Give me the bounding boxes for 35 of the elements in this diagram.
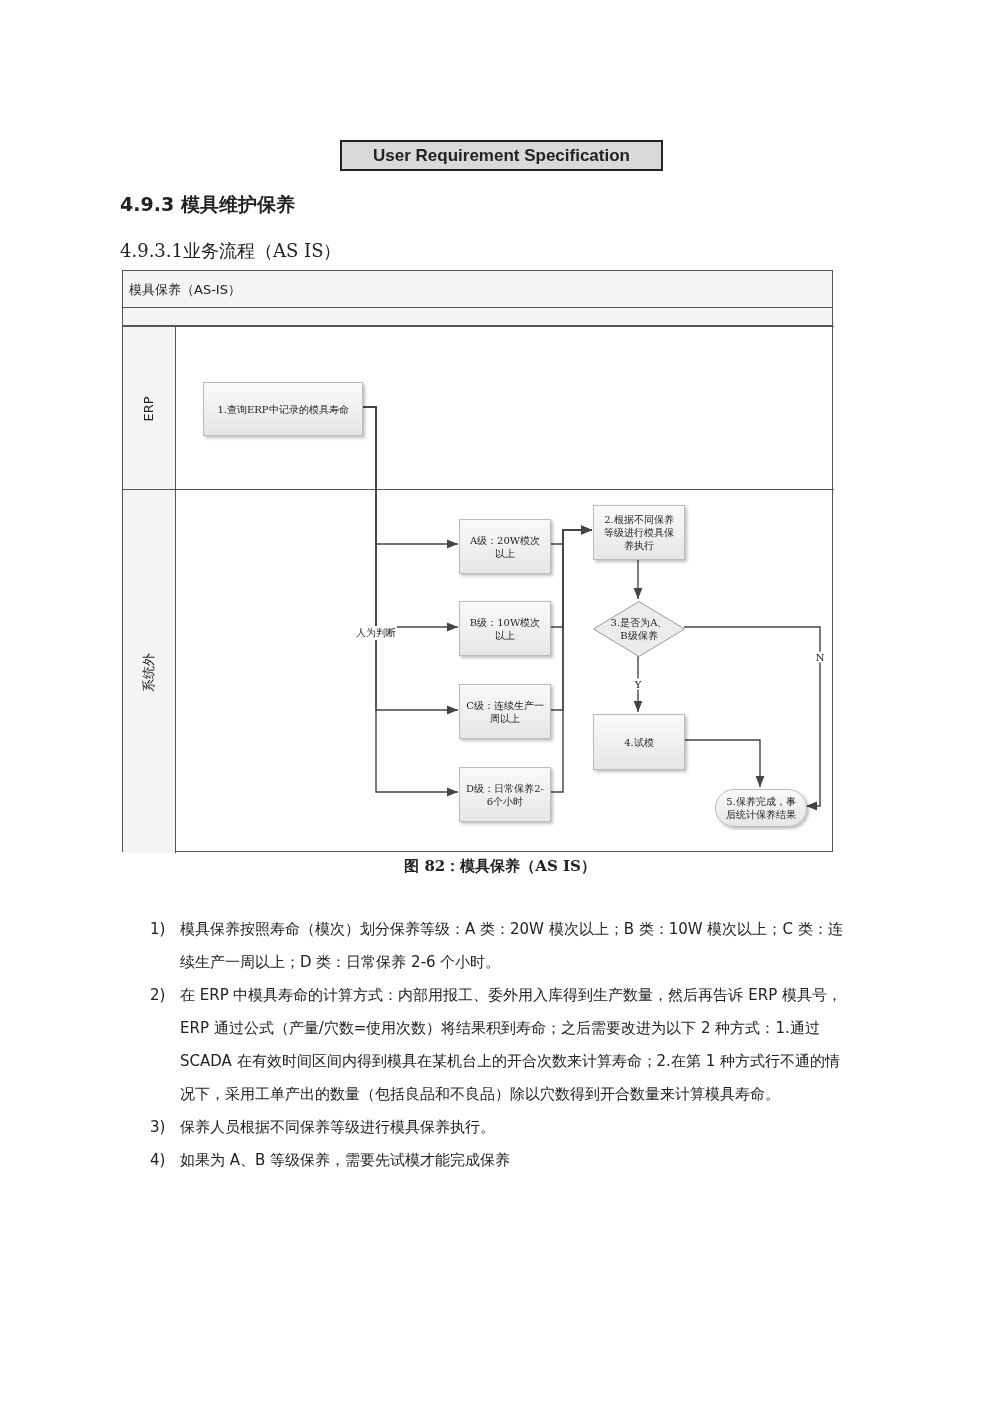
- list-number: 4): [150, 1150, 166, 1171]
- swimlane: [123, 489, 834, 853]
- edge-label: N: [814, 651, 826, 663]
- arrow: [633, 557, 643, 600]
- lane-title: ERP: [141, 395, 157, 422]
- subsection-heading: 4.9.3.1业务流程（AS IS）: [120, 239, 342, 263]
- process-box: 1.查询ERP中记录的模具寿命: [203, 382, 363, 436]
- edge-label: 人为判断: [355, 626, 397, 640]
- list-item-text: 保养人员根据不同保养等级进行模具保养执行。: [180, 1117, 496, 1138]
- process-box: C级：连续生产一周以上: [459, 684, 551, 739]
- header-title: User Requirement Specification: [340, 140, 663, 171]
- list-item-text: 在 ERP 中模具寿命的计算方式：内部用报工、委外用入库得到生产数量，然后再告诉 ERP 模具号， ERP 通过公式（产量/穴数=使用次数）将结果积到寿命；之后需要改进为以下 2 种方式：1.通过 SCADA 在有效时间区间内得到模具在某机台上的开合次数来计算寿命；2.在第 1 种方式行不通的情况下，采用工单产出的数量（包括良品和不良品）除以穴数得到开合数量来计算模具寿命。: [180, 985, 843, 1105]
- arrow: [633, 654, 643, 713]
- list-item-text: 如果为 A、B 等级保养，需要先试模才能完成保养: [180, 1150, 512, 1171]
- arrow: [683, 626, 821, 811]
- process-box: B级：10W模次以上: [459, 601, 551, 656]
- pool-title: 模具保养（AS-IS）: [123, 271, 832, 308]
- process-box: D级：日常保养2-6个小时: [459, 767, 551, 822]
- list-item-text: 模具保养按照寿命（模次）划分保养等级：A 类：20W 模次以上；B 类：10W 模次以上；C 类：连续生产一周以上；D 类：日常保养 2-6 个小时。: [180, 919, 844, 973]
- list-number: 3): [150, 1117, 166, 1138]
- section-heading: 4.9.3 模具维护保养: [120, 192, 295, 217]
- arrow: [683, 739, 765, 788]
- figure-caption: 图 82：模具保养（AS IS）: [403, 857, 597, 876]
- swimlane: [123, 326, 834, 489]
- terminal-box: 5.保养完成，事后统计保养结果: [715, 789, 807, 827]
- decision-diamond: 3.是否为A、B级保养: [593, 601, 685, 657]
- process-box: 4.试模: [593, 714, 685, 770]
- list-number: 2): [150, 985, 166, 1006]
- edge-label: Y: [633, 678, 643, 690]
- process-box: A级：20W模次以上: [459, 519, 551, 574]
- process-box: 2.根据不同保养等级进行模具保养执行: [593, 505, 685, 560]
- lane-title: 系统外: [141, 652, 157, 692]
- list-number: 1): [150, 919, 166, 940]
- swimlane-pool: [122, 270, 833, 852]
- arrow: [549, 525, 593, 793]
